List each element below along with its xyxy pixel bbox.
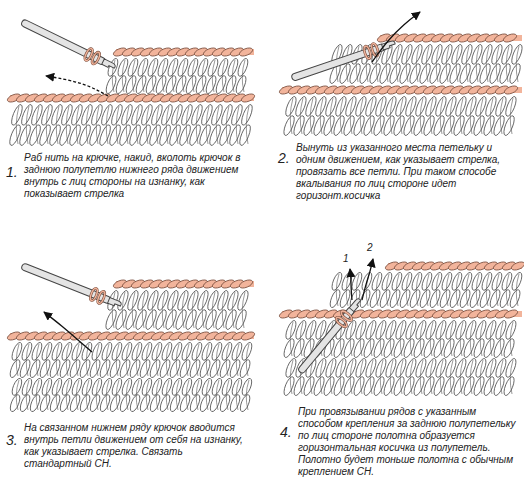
horizontal-braid [112,46,254,57]
panel-2-art [278,12,524,137]
horizontal-braid [376,32,522,43]
horizontal-braid [278,84,522,95]
horizontal-braid [6,330,255,341]
direction-arrow [362,259,373,300]
panel-1-art [6,16,255,147]
panel-4-art [278,259,524,397]
step-caption: Вынуть из указанного места петельку и од… [296,142,518,202]
stitch-posts [104,57,250,95]
stitch-posts [8,103,255,146]
step-number: 4. [280,424,298,441]
stitch-posts [328,43,524,84]
direction-arrow [46,76,108,96]
direction-arrow [350,269,352,300]
stitch-posts [104,289,250,330]
step-caption: Раб нить на крючке, накид, вколоть крючо… [24,152,246,200]
horizontal-braid [278,308,522,319]
step-number: 3. [6,432,24,449]
stitch-posts [282,357,518,396]
direction-arrow [44,312,92,352]
crochet-hook [295,295,365,376]
crochet-hook [20,260,124,311]
direction-arrow [372,12,420,62]
step-caption: На связанном нижнем ряду крючок вводится… [24,422,246,470]
arrow-number: 1 [343,253,357,265]
crochet-hook [290,37,397,84]
panel-3-art [6,260,255,413]
stitch-posts [8,341,254,379]
horizontal-braid [6,92,255,103]
crochet-hook [19,16,118,73]
step-number: 1. [6,164,24,181]
horizontal-braid [384,260,524,271]
horizontal-braid [112,278,254,289]
stitch-posts [8,377,253,413]
arrow-number: 2 [367,242,381,254]
step-caption: При провязывании рядов с указанным спосо… [298,406,518,478]
step-number: 2. [278,150,296,167]
stitch-posts [282,95,518,136]
